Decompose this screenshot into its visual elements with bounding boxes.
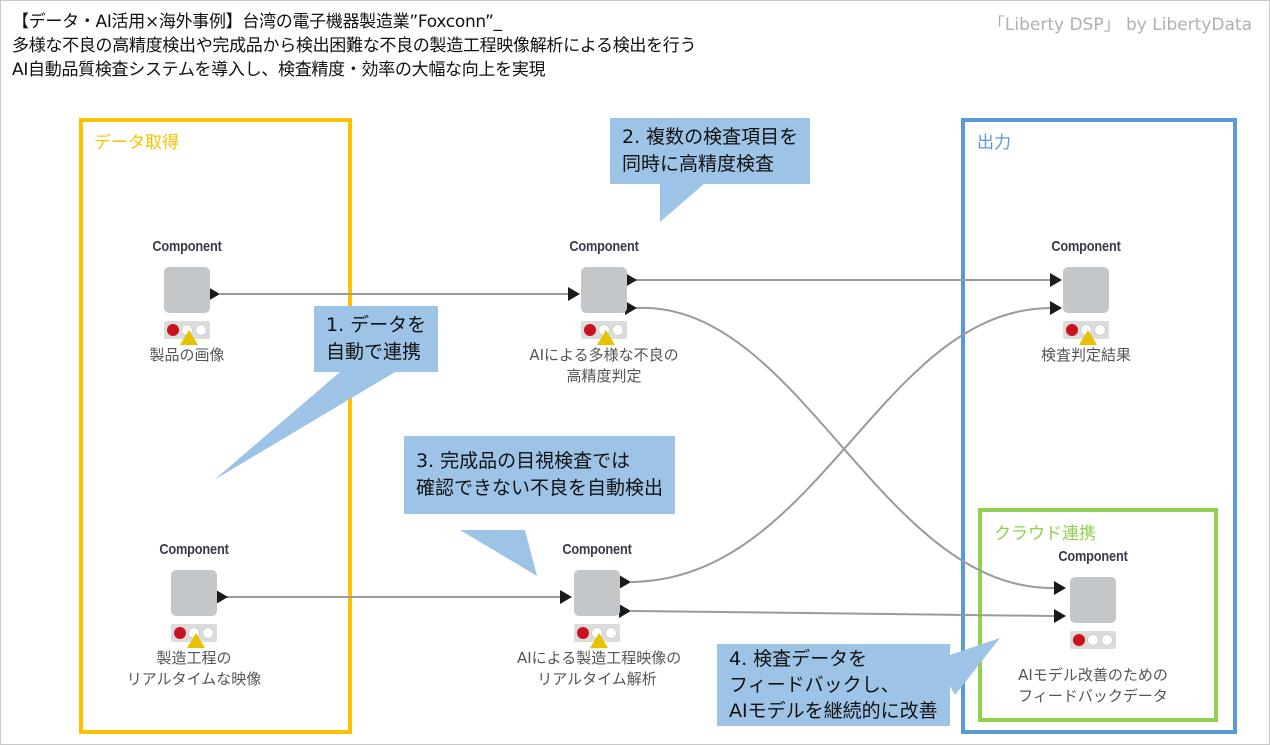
node-box[interactable]: [574, 570, 620, 616]
page-title: 【データ・AI活用×海外事例】台湾の電子機器製造業”Foxconn”_ 多様な不…: [12, 10, 697, 82]
node-label: 製品の画像: [149, 346, 225, 364]
callout-1: 1. データを自動で連携: [314, 306, 439, 372]
warning-icon: [590, 633, 608, 648]
status-red-icon: [577, 627, 589, 639]
node-header: Component: [152, 238, 222, 255]
group-label-output: 出力: [977, 133, 1011, 153]
callout-4: 4. 検査データをフィードバックし、AIモデルを継続的に改善: [717, 644, 950, 726]
node-ai-defect-judgement[interactable]: Component AIによる多様な不良の高精度判定: [524, 238, 684, 387]
node-product-image[interactable]: Component 製品の画像: [107, 238, 267, 366]
group-label-cloud: クラウド連携: [994, 524, 1096, 544]
node-box[interactable]: [581, 267, 627, 313]
status-red-icon: [584, 324, 596, 336]
node-process-video[interactable]: Component 製造工程のリアルタイムな映像: [114, 541, 274, 690]
group-label-data-acquisition: データ取得: [94, 133, 179, 153]
node-box[interactable]: [1070, 577, 1116, 623]
node-label: AIによる製造工程映像のリアルタイム解析: [517, 649, 682, 688]
status-lights: [1063, 321, 1109, 345]
node-label: 検査判定結果: [1040, 346, 1131, 364]
title-line-3: AI自動品質検査システムを導入し、検査精度・効率の大幅な向上を実現: [12, 60, 546, 80]
node-header: Component: [1051, 238, 1121, 255]
status-red-icon: [167, 324, 179, 336]
node-label: AIによる多様な不良の高精度判定: [529, 346, 679, 385]
status-lights: [574, 624, 620, 648]
status-off-icon: [1087, 634, 1099, 646]
status-lights: [1070, 631, 1116, 649]
node-ai-video-analysis[interactable]: Component AIによる製造工程映像のリアルタイム解析: [517, 541, 682, 690]
node-feedback-data[interactable]: Component AIモデル改善のためのフィードバックデータ: [1013, 548, 1173, 707]
node-label: 製造工程のリアルタイムな映像: [126, 649, 262, 688]
node-header: Component: [159, 541, 229, 558]
title-line-1: 【データ・AI活用×海外事例】台湾の電子機器製造業”Foxconn”_: [12, 12, 502, 32]
callout-2: 2. 複数の検査項目を同時に高精度検査: [610, 118, 811, 184]
node-inspection-result[interactable]: Component 検査判定結果: [1006, 238, 1166, 366]
status-lights: [581, 321, 627, 345]
warning-icon: [187, 633, 205, 648]
status-red-icon: [1073, 634, 1085, 646]
node-box[interactable]: [171, 570, 217, 616]
callout-3: 3. 完成品の目視検査では確認できない不良を自動検出: [404, 436, 676, 514]
node-header: Component: [1058, 548, 1128, 565]
node-box[interactable]: [164, 267, 210, 313]
node-box[interactable]: [1063, 267, 1109, 313]
status-red-icon: [1066, 324, 1078, 336]
status-lights: [171, 624, 217, 648]
node-header: Component: [569, 238, 639, 255]
node-header: Component: [562, 541, 632, 558]
node-label: AIモデル改善のためのフィードバックデータ: [1018, 666, 1168, 705]
title-line-2: 多様な不良の高精度検出や完成品から検出困難な不良の製造工程映像解析による検出を行…: [12, 36, 697, 56]
status-red-icon: [174, 627, 186, 639]
warning-icon: [180, 330, 198, 345]
status-lights: [164, 321, 210, 345]
warning-icon: [1079, 330, 1097, 345]
credit-text: 「Liberty DSP」 by LibertyData: [987, 15, 1252, 35]
warning-icon: [597, 330, 615, 345]
status-off-icon: [1101, 634, 1113, 646]
